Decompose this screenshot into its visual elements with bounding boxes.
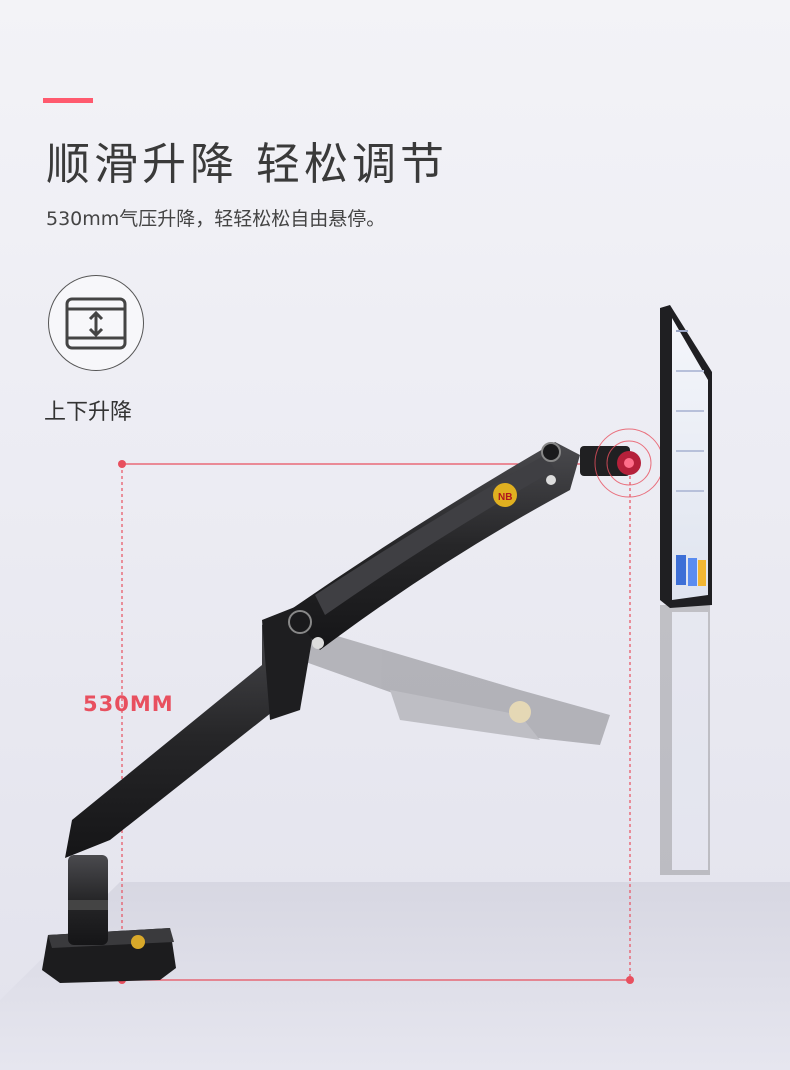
dimension-label: 530MM — [83, 692, 174, 716]
up-down-arrow-icon — [48, 275, 144, 371]
monitor — [660, 305, 712, 608]
upper-arm: NB — [288, 442, 580, 650]
feature-label: 上下升降 — [44, 400, 133, 425]
tilt-head — [580, 428, 664, 498]
page-title: 顺滑升降 轻松调节 — [46, 139, 448, 190]
page-subtitle: 530mm气压升降，轻轻松松自由悬停。 — [46, 208, 386, 230]
accent-bar — [43, 98, 93, 103]
desk-surface — [0, 882, 790, 1070]
svg-text:NB: NB — [498, 492, 512, 503]
arm-pole — [68, 855, 108, 945]
desk-clamp — [42, 928, 176, 983]
lower-arm — [65, 605, 312, 858]
arm-lowered-ghost — [300, 605, 710, 875]
